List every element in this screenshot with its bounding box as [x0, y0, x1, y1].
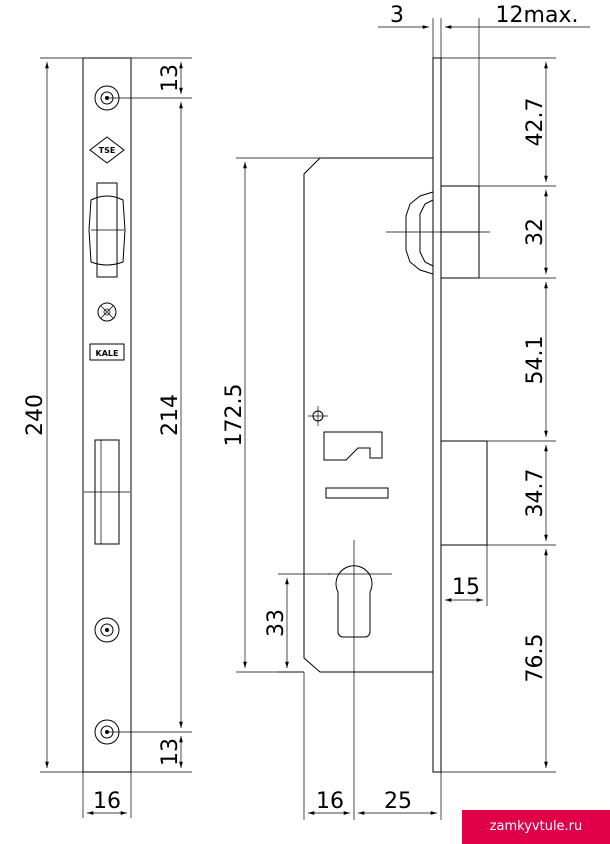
- bolt-slot: [84, 439, 130, 545]
- dim-32-label: 32: [523, 218, 548, 246]
- dim-3-label: 3: [390, 3, 404, 28]
- side-bracket: [308, 406, 383, 461]
- side-latch: [386, 185, 490, 279]
- middle-screw: [97, 302, 117, 322]
- dim-cylinder-pitch: 33: [264, 573, 330, 673]
- dim-76-label: 76.5: [523, 634, 548, 683]
- dim-bolt-depth: 15: [445, 545, 488, 606]
- tse-mark: TSE: [89, 136, 125, 164]
- side-pivot-mark: [308, 406, 328, 426]
- dim-214-label: 214: [158, 394, 183, 436]
- dim-240-label: 240: [23, 394, 48, 436]
- cylinder-cutout: [328, 540, 392, 648]
- dim-172-label: 172.5: [222, 384, 247, 447]
- dim-plate-height: 240: [23, 57, 83, 773]
- dim-16-backset-label: 16: [316, 789, 344, 814]
- kale-mark-label: KALE: [96, 349, 119, 358]
- latch-slot: [88, 182, 126, 278]
- dim-34-label: 34.7: [523, 469, 548, 518]
- dim-case-height: 172.5: [222, 157, 320, 673]
- dim-12max-label: 12max.: [496, 3, 579, 28]
- dim-25-label: 25: [384, 789, 412, 814]
- tse-mark-label: TSE: [99, 146, 116, 155]
- dim-right-chain: 42.7 32 54.1 34.7 76.5: [441, 57, 556, 773]
- dim-13-bottom-label: 13: [158, 738, 183, 766]
- dim-plate-width: 16: [82, 772, 132, 818]
- side-slot: [325, 487, 389, 499]
- kale-mark: KALE: [89, 343, 125, 361]
- watermark-badge: zamkyvtule.ru: [462, 810, 610, 844]
- lower-screw-hole: [94, 617, 120, 643]
- side-faceplate: [432, 57, 442, 773]
- dim-top-offset: 13: [131, 57, 192, 94]
- dim-top-widths: 3 12max.: [378, 3, 590, 186]
- side-deadbolt: [440, 440, 488, 546]
- dim-33-label: 33: [264, 609, 289, 637]
- front-plate-view: TSE KALE: [23, 57, 192, 818]
- dim-bottom-offset: 13: [131, 736, 192, 773]
- faceplate-outline: [82, 57, 132, 773]
- dim-54-label: 54.1: [523, 336, 548, 385]
- dim-backset: 16 25: [303, 648, 442, 820]
- dim-16-plate-label: 16: [93, 789, 121, 814]
- dim-15-label: 15: [452, 575, 480, 600]
- dim-13-top-label: 13: [158, 64, 183, 92]
- side-view: 172.5 33 16 25 3 12max.: [222, 3, 590, 820]
- dim-42-label: 42.7: [523, 98, 548, 147]
- dim-hole-spacing: 214: [107, 97, 192, 733]
